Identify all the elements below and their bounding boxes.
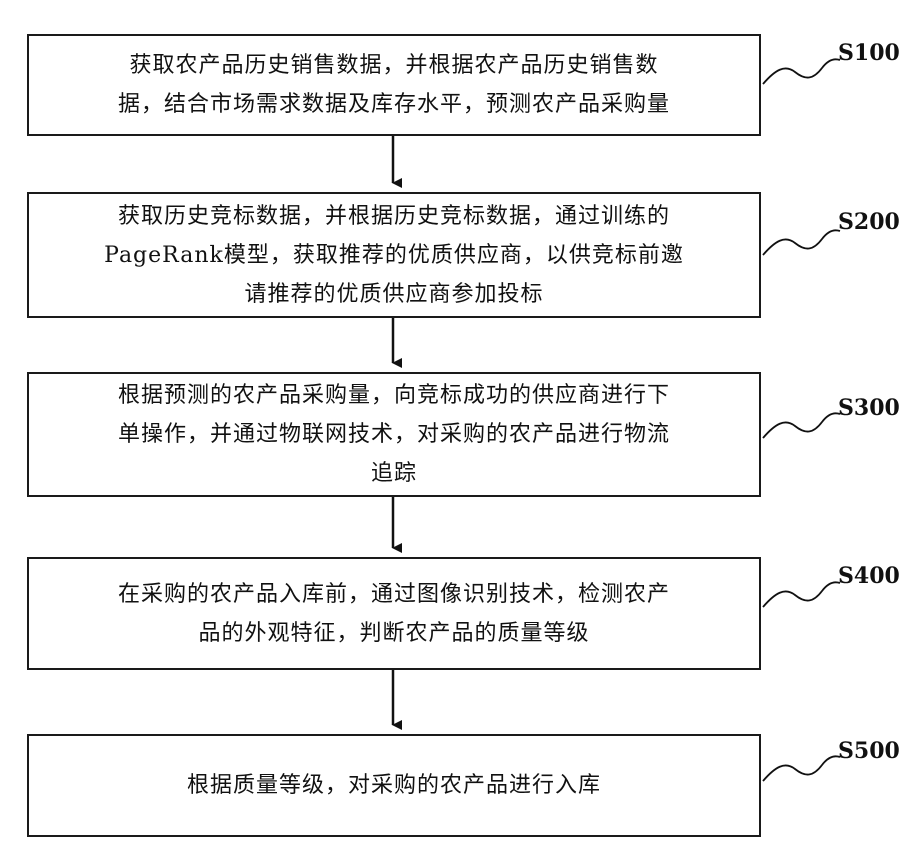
leader-line-s200	[763, 230, 840, 255]
step-text-s500: 根据质量等级，对采购的农产品进行入库	[177, 766, 611, 805]
leader-line-s500	[763, 756, 840, 781]
leader-line-s300	[763, 413, 840, 438]
step-text-s300: 根据预测的农产品采购量，向竞标成功的供应商进行下 单操作，并通过物联网技术，对采…	[108, 376, 680, 493]
step-box-s100: 获取农产品历史销售数据，并根据农产品历史销售数 据，结合市场需求数据及库存水平，…	[27, 34, 761, 136]
step-box-s500: 根据质量等级，对采购的农产品进行入库	[27, 734, 761, 837]
step-box-s300: 根据预测的农产品采购量，向竞标成功的供应商进行下 单操作，并通过物联网技术，对采…	[27, 372, 761, 497]
step-label-s500: S500	[838, 738, 900, 764]
leader-lines	[763, 59, 840, 781]
step-label-s200: S200	[838, 209, 900, 235]
step-label-s400: S400	[838, 563, 900, 589]
step-text-s100: 获取农产品历史销售数据，并根据农产品历史销售数 据，结合市场需求数据及库存水平，…	[108, 46, 680, 124]
step-text-s200: 获取历史竞标数据，并根据历史竞标数据，通过训练的 PageRank模型，获取推荐…	[94, 197, 694, 314]
step-label-s300: S300	[838, 395, 900, 421]
leader-line-s100	[763, 59, 840, 84]
step-label-s100: S100	[838, 40, 900, 66]
step-box-s400: 在采购的农产品入库前，通过图像识别技术，检测农产 品的外观特征，判断农产品的质量…	[27, 557, 761, 670]
leader-line-s400	[763, 582, 840, 607]
step-text-s400: 在采购的农产品入库前，通过图像识别技术，检测农产 品的外观特征，判断农产品的质量…	[108, 575, 680, 653]
step-box-s200: 获取历史竞标数据，并根据历史竞标数据，通过训练的 PageRank模型，获取推荐…	[27, 192, 761, 318]
